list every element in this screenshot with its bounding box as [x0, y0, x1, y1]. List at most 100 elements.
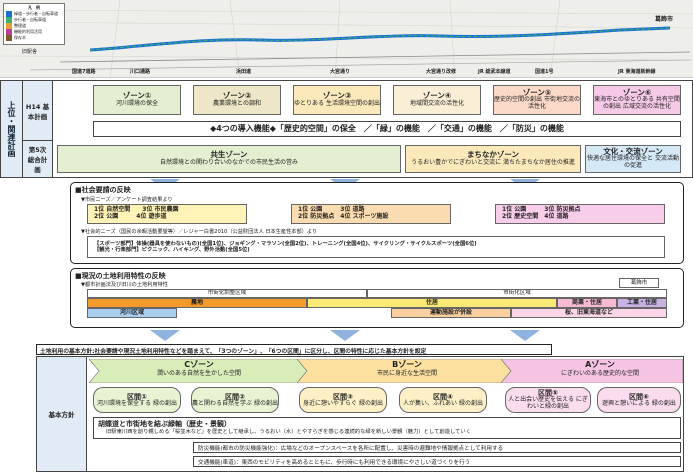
zone-title: Cゾーン	[184, 360, 214, 369]
band-kasen: 河川区域	[87, 308, 177, 318]
zone-desc: ゆとりある 生活環境空間の創出	[294, 99, 380, 107]
zone-desc: にぎわいのある歴史的な空間	[560, 369, 639, 377]
map-label: 国道7道路	[72, 69, 96, 75]
basic-side-text: 基本方針	[48, 411, 75, 419]
zone-title: ゾーン④	[422, 91, 452, 101]
landuse-subtitle: ▼都市計画法及び旧川の土地利用特性	[81, 282, 168, 288]
survey-row: 2位 公園 4位 遊歩道	[94, 213, 167, 220]
zone-desc: 市民に身近な生活空間	[376, 369, 437, 377]
map-label: JR 東海道新幹線	[618, 69, 656, 75]
map-label: 大宮通り	[330, 69, 351, 75]
zone-5: ゾーン⑤ 歴史的空間の創出 市街地交流の活性化	[493, 85, 581, 115]
zone-4: ゾーン④ 地域間交流の活性化	[393, 85, 481, 115]
zone-desc: 東海市とのゆとりある 共有空間の創出 広域交流の活性化	[594, 96, 680, 111]
zone-desc: 河川環境の保全	[115, 99, 158, 107]
sougou-desc: 快適な居住環境の保全と 交流活動の促進	[587, 155, 679, 170]
sougou-label: 第5次 総合計画	[23, 141, 53, 177]
section-3: 区間③ 身近に憩いやすらぐ 緑の創出	[299, 387, 387, 413]
zone-title: ゾーン①	[122, 91, 152, 101]
section-title: 区間③	[333, 392, 353, 401]
city-label: 葛飾市	[655, 16, 674, 23]
survey-row: 1位 公園 3位 防災拠点	[502, 206, 581, 214]
legend-item: 機能的利用活用	[6, 29, 62, 35]
map-label: JR 総武本線道	[478, 69, 511, 75]
section-1: 区間① 河川環境を保全する 緑の創出	[93, 387, 181, 413]
policy-title: 胡蝶道と市街地を結ぶ緑軸（歴史・景観）	[98, 420, 231, 428]
zone-chevrons	[89, 359, 683, 383]
sougou-title: まちなかゾーン	[466, 150, 520, 160]
city-tag-text: 葛飾市	[630, 279, 648, 286]
survey-row: 1位 公園 3位 道路	[298, 206, 365, 214]
social-title: ■社会要請の反映	[75, 186, 131, 194]
policy-text: 防災機能(都市の防災機能強化)：広場などのオープンスペースを各所に配置し、災害時…	[198, 446, 504, 452]
zone-title: ゾーン②	[222, 91, 252, 101]
section-5: 区間⑤ 人と出会い歴史を伝える にぎわいと緑の創出	[505, 387, 591, 413]
band-text: 住居	[425, 298, 438, 306]
section-desc: 人が集い、ふれあい 緑の創出	[403, 399, 483, 407]
band-text: 工業・住居	[626, 298, 657, 306]
functions-line: ◆4つの導入機能◆「歴史的空間」の保全 ／「緑」の機能 ／「交通」の機能 ／「防…	[93, 121, 681, 137]
sougou-zone-kyousei: 共生ゾーン 自然環境との関わり合いのなかでの市民生活の営み	[57, 145, 401, 173]
section-title: 区間②	[225, 392, 245, 401]
upper-plan-section: 上位・関連計画 H14 基本計画 ゾーン① 河川環境の保全 ゾーン② 農業環境と…	[0, 80, 693, 178]
map-label: 川口通路	[130, 69, 151, 75]
zone-desc: 農業環境との調和	[213, 99, 261, 107]
band-text: 桜、旧東海道など	[564, 308, 613, 316]
down-arrow	[150, 330, 180, 341]
band-text: 河川区域	[119, 308, 144, 316]
zone-desc: 歴史的空間の創出 市街地交流の活性化	[494, 96, 580, 111]
sougou-zone-bunka: 文化・交流ゾーン 快適な居住環境の保全と 交流活動の促進	[585, 145, 681, 173]
policy-desc: 旧駅東川西を創り親しめる「桜並木など」を歴史として継承し、うるおい（水）とやすら…	[106, 429, 472, 436]
section-desc: 農と関わる自然を学ぶ 緑の創出	[192, 399, 278, 407]
band-kougyo: 工業・住居	[617, 298, 667, 308]
band-undou: 運動施設が併設	[391, 308, 511, 318]
trend-box: 【スポーツ部門】体操(器具を使わないもの)(全国1位)、ジョギング・マラソン(全…	[87, 236, 665, 258]
zone-title: ゾーン⑤	[522, 87, 552, 97]
trend-row: 【スポーツ部門】体操(器具を使わないもの)(全国1位)、ジョギング・マラソン(全…	[94, 240, 477, 247]
zone-2: ゾーン② 農業環境との調和	[193, 85, 281, 115]
section-title: 区間⑥	[629, 392, 649, 401]
map-legend: 凡 例 緑道・歩行者・自転車道 歩行者・自転車道 整理道 機能的利用活用 保存木	[3, 3, 65, 45]
survey-group-1: 1位 自然空間 3位 市民農園 2位 公園 4位 遊歩道	[87, 204, 247, 224]
band-text: 運動施設が併設	[429, 308, 472, 316]
upper-plan-side-label: 上位・関連計画	[1, 81, 23, 177]
band-shigaika: 市街化区域	[367, 289, 667, 298]
map-label: 大宮通り改修	[426, 69, 457, 75]
survey-group-3: 1位 公園 3位 防災拠点 2位 歴史空間 4位 道路	[495, 204, 665, 224]
band-chosei: 市街化調整区域	[87, 289, 367, 298]
survey-group-2: 1位 公園 3位 道路 2位 防災拠点 4位 スポーツ施設	[291, 204, 451, 224]
map-label: 国道1号	[535, 69, 554, 75]
band-sakura: 桜、旧東海道など	[511, 308, 667, 318]
legend-extra: 旧駅舎	[22, 49, 38, 55]
down-arrow	[330, 330, 360, 341]
zone-title: ゾーン⑥	[622, 87, 652, 97]
survey-title: ▼市民ニーズ／アンケート調査結果より	[81, 197, 173, 203]
zone-desc: 潤いのある自然を生かした空間	[156, 369, 241, 377]
sougou-zone-machinaka: まちなかゾーン うるおい豊かでにぎわいと交流に 満ちたまちなか居住の推進	[405, 145, 581, 173]
zone-desc: 地域間交流の活性化	[409, 99, 464, 107]
policy-traffic: 交通機能(車道)：東西のモビリティを高めるとともに、歩行時にも利用できる環境にや…	[193, 456, 681, 467]
survey-row: 1位 自然空間 3位 市民農園	[94, 206, 179, 214]
section-desc: 河川環境を保全する 緑の創出	[97, 399, 177, 407]
legend-item: 整理道	[6, 23, 62, 29]
basic-header-text: 土地利用の基本方針:社会要請や現況土地利用特性などを踏まえて、「3つのゾーン」、…	[40, 349, 427, 355]
zone-6: ゾーン⑥ 東海市とのゆとりある 共有空間の創出 広域交流の活性化	[593, 85, 681, 115]
landuse-city-tag: 葛飾市	[619, 278, 659, 288]
zone-3: ゾーン③ ゆとりある 生活環境空間の創出	[293, 85, 381, 115]
sougou-desc: 自然環境との関わり合いのなかでの市民生活の営み	[160, 158, 298, 166]
down-arrow	[510, 330, 540, 341]
map-label: 浜田道	[236, 69, 252, 75]
band-text: 市街化調整区域	[207, 290, 247, 297]
section-desc: 遊興と憩いによる 緑の創出	[602, 399, 676, 407]
band-text: 商業・住居	[571, 298, 602, 306]
legend-item: 歩行者・自転車道	[6, 17, 62, 23]
basic-side-label: 基本方針	[37, 357, 87, 471]
band-text: 市街化区域	[503, 290, 531, 297]
section-6: 区間⑥ 遊興と憩いによる 緑の創出	[597, 387, 681, 413]
zone-title: Bゾーン	[392, 360, 422, 369]
zone-title: ゾーン③	[322, 91, 352, 101]
survey-row: 2位 防災拠点 4位 スポーツ施設	[298, 213, 389, 220]
trend-row: 【観光・行楽部門】ピクニック、ハイキング、野外活動(全国5位)	[94, 247, 250, 253]
survey-row: 2位 歴史空間 4位 道路	[502, 213, 569, 220]
social-section: ■社会要請の反映 ▼市民ニーズ／アンケート調査結果より 1位 自然空間 3位 市…	[70, 182, 684, 264]
